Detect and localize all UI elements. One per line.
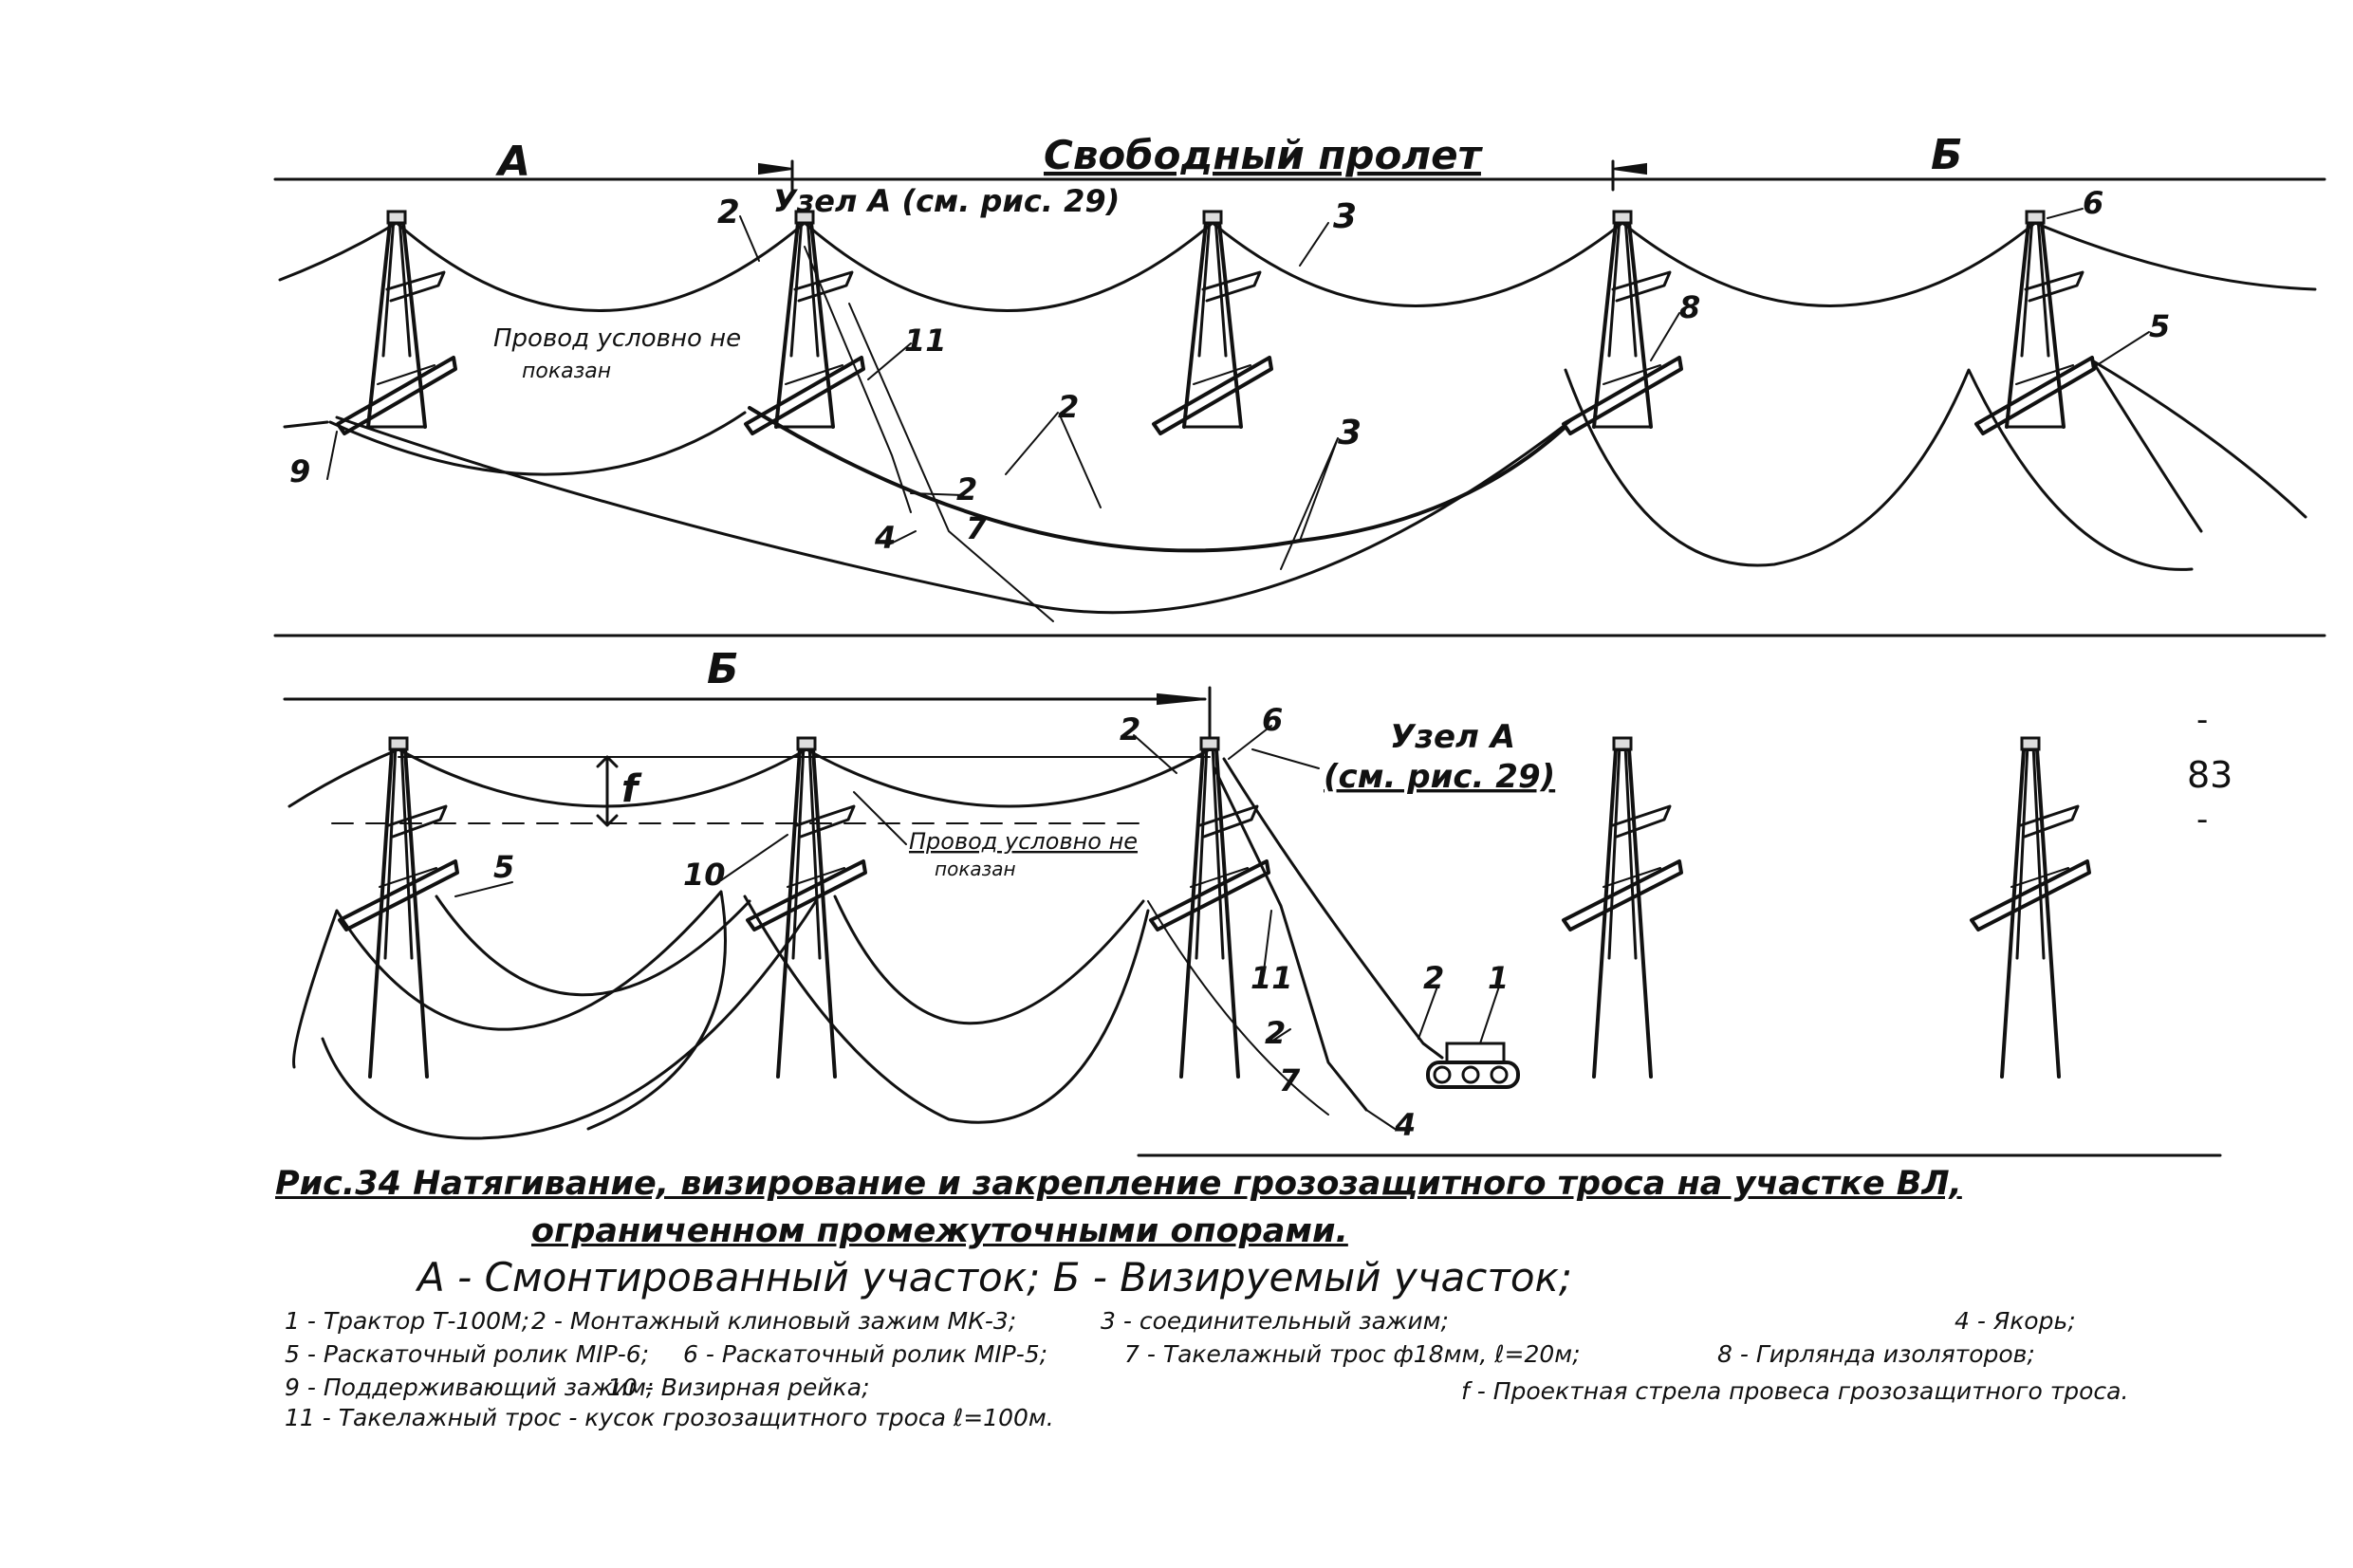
b-callout-5: 5 [493,849,514,885]
callout-2c: 2 [1058,389,1079,425]
b-callout-2c: 2 [1265,1015,1286,1051]
top-node-label: Узел А (см. рис. 29) [773,183,1120,219]
callout-7: 7 [966,510,988,546]
legend-item-8: 8 - Гирлянда изоляторов; [1717,1340,2035,1368]
bottom-label-b: Б [707,645,739,693]
tower-5 [1974,210,2096,435]
tower-2 [744,210,865,435]
callout-3: 3 [1333,197,1357,236]
wire-note-line1: Провод условно не [493,324,741,353]
callout-2: 2 [717,194,740,231]
b-callout-10: 10 [683,857,726,893]
legend-item-11: 11 - Такелажный трос - кусок грозозащитн… [285,1404,1054,1431]
insulator-loops [283,359,2307,571]
legend-item-3: 3 - соединительный зажим; [1101,1307,1449,1335]
ground-wire-bottom [287,747,1212,808]
pulling-wire [1213,757,1444,1112]
stringing-wire-long [335,415,1577,615]
page-number-dash-bottom: - [2196,801,2208,839]
rigging-rope-11 [804,246,1054,622]
sag-label-f: f [621,767,642,811]
top-label-b: Б [1931,131,1963,179]
tower-b2 [746,736,867,1079]
tower-3 [1152,210,1273,435]
callout-2b: 2 [956,471,977,507]
legend-item-9: 9 - Поддерживающий зажим; [285,1374,655,1401]
free-span-label: Свободный пролет [1044,132,1484,178]
legend-item-1: 1 - Трактор Т-100М; [285,1307,530,1335]
callout-leaders-bottom [454,725,1500,1130]
tower-b5 [1970,736,2091,1079]
phase-wire [328,411,747,476]
legend-item-5: 5 - Раскаточный ролик МІР-6; [285,1340,650,1368]
callout-5: 5 [2149,308,2170,344]
top-panel: А Свободный пролет Б Узел А (см. рис. 29… [273,131,2326,637]
b-callout-7: 7 [1279,1062,1301,1098]
b-callout-6: 6 [1262,702,1283,738]
figure-title-line1: Рис.34 Натягивание, визирование и закреп… [275,1165,1962,1203]
b-callout-2b: 2 [1423,960,1444,996]
bottom-sag-loops [292,890,1150,1140]
top-label-a: А [495,138,530,186]
bottom-dimension-arrow [1157,692,1206,706]
bottom-wire-note-2: показан [935,858,1016,880]
legend-item-f: f - Проектная стрела провеса грозозащитн… [1461,1377,2129,1405]
page-number: - 83 - [2187,701,2233,839]
callout-11: 11 [904,323,947,359]
callout-leaders-top [326,208,2150,570]
bottom-node-label-1: Узел А [1390,718,1515,756]
legend-item-7: 7 - Такелажный трос ф18мм, ℓ=20м; [1124,1340,1581,1368]
span-arrows [758,162,1647,175]
legend-item-2: 2 - Монтажный клиновый зажим МК-3; [531,1307,1017,1335]
stringing-wire-sag [748,406,1567,553]
legend-item-4: 4 - Якорь; [1955,1307,2076,1335]
page-number-value: 83 [2187,754,2233,796]
b-callout-11: 11 [1251,960,1293,996]
bottom-wire-note-1: Провод условно не [909,828,1138,855]
callout-8: 8 [1679,289,1700,325]
figure-subtitle: А - Смонтированный участок; Б - Визируем… [417,1254,1573,1301]
bottom-panel: Б f 2 6 5 10 11 2 1 2 7 4 Узел А [283,645,2222,1157]
callout-3b: 3 [1338,414,1362,452]
page-number-dash-top: - [2196,701,2208,739]
callout-6: 6 [2083,185,2103,221]
callout-4: 4 [874,520,896,556]
sag-dimension [596,755,619,827]
bottom-node-label-2: (см. рис. 29) [1324,758,1555,796]
tractor-icon [1426,1042,1520,1089]
b-callout-2: 2 [1120,711,1140,747]
legend-item-6: 6 - Раскаточный ролик МІР-5; [683,1340,1048,1368]
span-boundary-marks [790,159,1615,192]
figure-title-line2: ограниченном промежуточными опорами. [531,1212,1348,1250]
tower-4 [1562,210,1683,435]
wire-note-line2: показан [522,360,611,383]
tower-b3 [1149,736,1270,1079]
ground-wire-top [278,221,2317,312]
callout-9: 9 [289,453,310,489]
b-callout-1: 1 [1488,960,1509,996]
legend-item-10: 10 - Визирная рейка; [607,1374,870,1401]
b-callout-4: 4 [1394,1107,1416,1143]
rigging-rope-bottom [1147,900,1329,1116]
tower-b4 [1562,736,1683,1079]
tower-b1 [338,736,459,1079]
